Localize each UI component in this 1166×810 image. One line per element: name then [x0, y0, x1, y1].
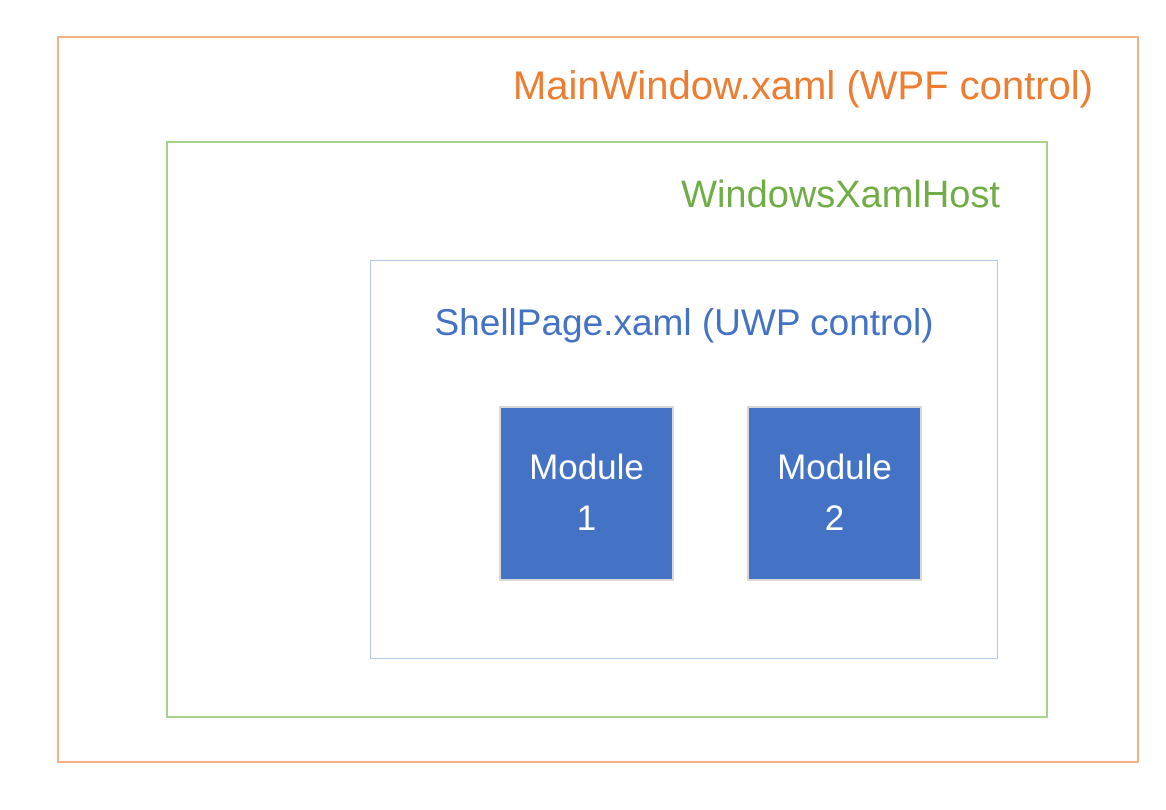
module-1-label-line1: Module [529, 447, 644, 487]
module-1-label-line2: 1 [576, 498, 597, 538]
shell-page-box: ShellPage.xaml (UWP control) Module 1 Mo… [370, 260, 998, 659]
xaml-host-label: WindowsXamlHost [681, 174, 1000, 216]
module-2-label-line1: Module [777, 447, 892, 487]
main-window-box: MainWindow.xaml (WPF control) WindowsXam… [57, 36, 1139, 763]
main-window-label: MainWindow.xaml (WPF control) [512, 64, 1093, 108]
module-2-label-line2: 2 [824, 498, 845, 538]
shell-page-label: ShellPage.xaml (UWP control) [434, 302, 934, 343]
xaml-host-box: WindowsXamlHost ShellPage.xaml (UWP cont… [166, 141, 1048, 718]
module-1-box: Module 1 [499, 406, 674, 581]
module-2-box: Module 2 [747, 406, 922, 581]
